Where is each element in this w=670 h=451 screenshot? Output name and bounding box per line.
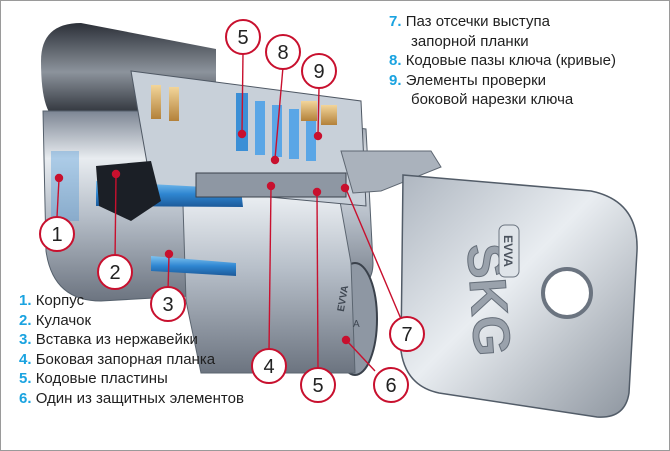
- code-pin: [289, 109, 299, 159]
- svg-text:3: 3: [162, 294, 173, 316]
- legend-item: 3. Вставка из нержавейки: [19, 331, 198, 348]
- cam-part: [96, 161, 161, 221]
- legend-item: 4. Боковая запорная планка: [19, 350, 216, 368]
- leader-lines: [54, 52, 402, 372]
- svg-text:5: 5: [237, 27, 248, 49]
- svg-text:7: 7: [401, 324, 412, 346]
- body-blue-stripe: [51, 151, 79, 221]
- key-badge-text: EVVA: [501, 235, 515, 267]
- svg-text:1: 1: [51, 224, 62, 246]
- callout-5-bottom: 5: [300, 367, 336, 403]
- callout-8: 8: [265, 34, 301, 70]
- spring-pin: [169, 87, 179, 121]
- spring-pin: [321, 105, 337, 125]
- spring-pin: [301, 101, 317, 121]
- legend-item: 7. Паз отсечки выступа: [389, 13, 550, 30]
- svg-text:2: 2: [109, 262, 120, 284]
- legend-item-continued: запорной планки: [411, 32, 529, 50]
- svg-text:4: 4: [263, 356, 274, 378]
- legend-item: 8. Кодовые пазы ключа (кривые): [389, 52, 617, 69]
- code-pin: [306, 113, 316, 161]
- legend-item: 1. Корпус: [19, 292, 85, 309]
- callout-5-top: 5: [225, 19, 261, 55]
- svg-text:9: 9: [313, 61, 324, 83]
- key-head: [400, 174, 638, 418]
- callout-7: 7: [389, 316, 425, 352]
- legend-item: 5. Кодовые пластины: [19, 370, 168, 387]
- cylinder-badge-text: EVVA: [336, 285, 351, 313]
- cylinder-small-mark: A: [353, 319, 360, 330]
- legend-item-continued: боковой нарезки ключа: [411, 91, 574, 108]
- legend-item: 9. Элементы проверки: [389, 71, 547, 89]
- legend-item: 2. Кулачок: [19, 311, 92, 329]
- svg-text:5: 5: [312, 375, 323, 397]
- key-hole: [541, 267, 593, 319]
- blue-lower-insert: [151, 256, 236, 276]
- callout-3: 3: [150, 286, 186, 322]
- svg-text:6: 6: [385, 375, 396, 397]
- callout-2: 2: [97, 254, 133, 290]
- callout-4: 4: [251, 348, 287, 384]
- legend-left: 1. Корпус 2. Кулачок 3. Вставка из нержа…: [19, 291, 244, 408]
- svg-text:8: 8: [277, 42, 288, 64]
- legend-item: 6. Один из защитных элементов: [19, 389, 244, 407]
- code-pin: [255, 101, 265, 155]
- spring-pin: [151, 85, 161, 119]
- callout-1: 1: [39, 216, 75, 252]
- callout-9: 9: [301, 53, 337, 89]
- legend-right: 7. Паз отсечки выступа запорной планки 8…: [389, 12, 616, 110]
- callout-6: 6: [373, 367, 409, 403]
